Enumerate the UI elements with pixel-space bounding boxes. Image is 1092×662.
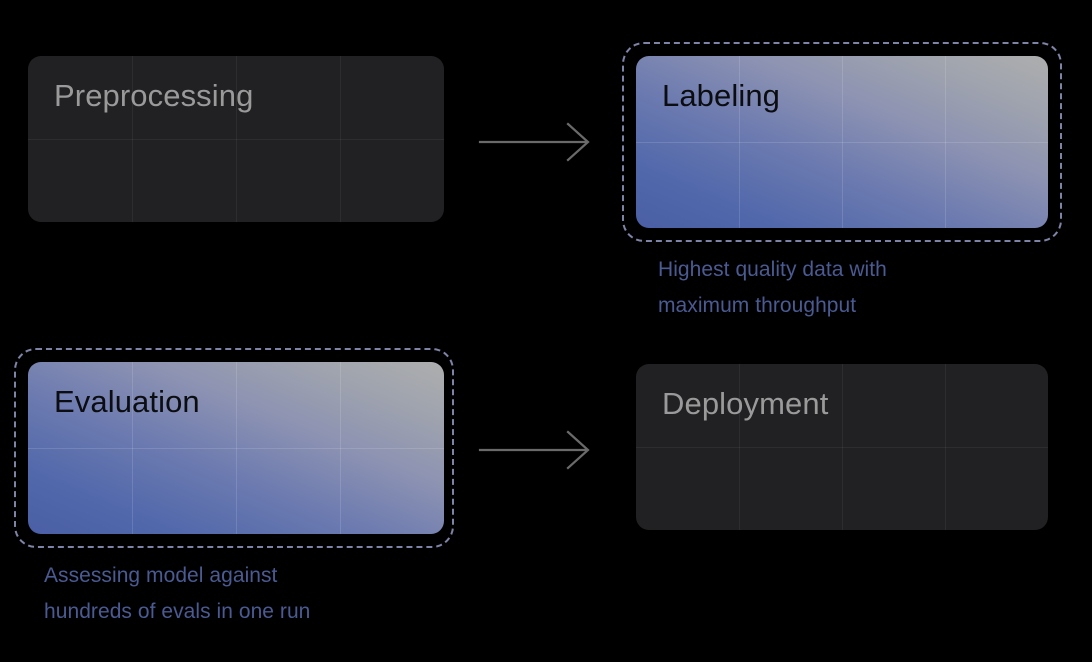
evaluation-caption: Assessing model against hundreds of eval…	[44, 564, 311, 623]
labeling-card[interactable]: Labeling	[636, 56, 1048, 228]
deployment-card-title: Deployment	[662, 386, 829, 421]
stage-evaluation[interactable]: Evaluation Assessing model against hundr…	[0, 332, 472, 642]
stage-labeling[interactable]: Labeling Highest quality data with maxim…	[608, 24, 1088, 324]
arrow-evaluation-to-deployment	[478, 426, 594, 479]
evaluation-card[interactable]: Evaluation	[28, 362, 444, 534]
evaluation-highlight-outline	[14, 348, 454, 548]
stage-deployment[interactable]: Deployment	[608, 332, 1088, 642]
deployment-card[interactable]: Deployment	[636, 364, 1048, 530]
labeling-highlight-outline	[622, 42, 1062, 242]
evaluation-card-title: Evaluation	[54, 384, 200, 419]
arrow-preprocessing-to-labeling	[478, 118, 594, 171]
preprocessing-card[interactable]: Preprocessing	[28, 56, 444, 222]
preprocessing-card-title: Preprocessing	[54, 78, 254, 113]
labeling-card-title: Labeling	[662, 78, 781, 113]
labeling-caption: Highest quality data with maximum throug…	[658, 258, 887, 317]
stage-preprocessing[interactable]: Preprocessing	[0, 24, 472, 324]
